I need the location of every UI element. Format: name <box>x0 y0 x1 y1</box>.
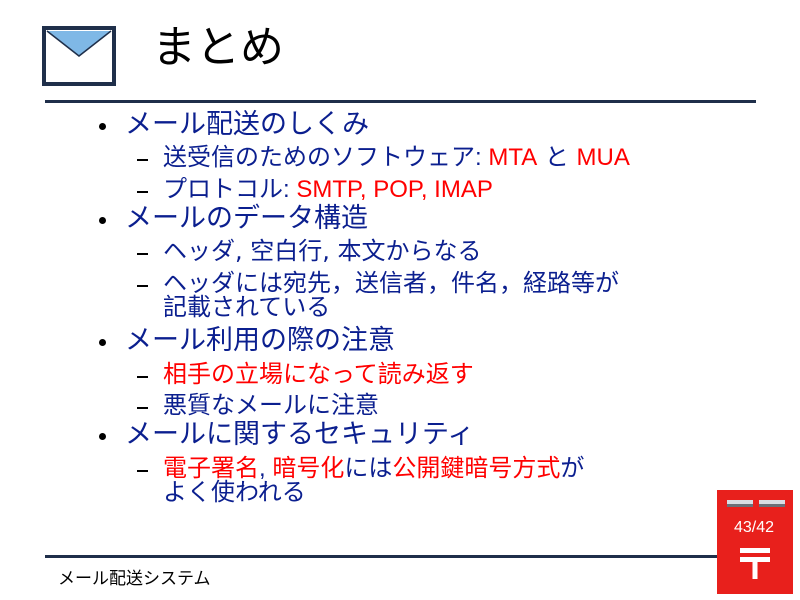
separator-text: : <box>475 144 489 171</box>
mailbox-slot <box>727 500 753 507</box>
footer-title: メール配送システム <box>58 569 211 589</box>
envelope-icon <box>42 26 116 86</box>
page-number: 43/42 <box>734 519 775 536</box>
bullet-item: メール利用の際の注意 <box>99 325 395 356</box>
highlight-text: MTA <box>488 144 538 171</box>
bullet-item: メールに関するセキュリティ <box>99 419 475 450</box>
separator-text: , <box>259 455 273 482</box>
highlight-text: SMTP, POP, IMAP <box>296 176 493 203</box>
bullet-item: メール配送のしくみ <box>99 109 370 140</box>
sub-bullet-continuation: 記載されている <box>163 294 330 320</box>
highlight-text: 公開鍵暗号方式 <box>392 454 561 482</box>
bullet-heading: メールに関するセキュリティ <box>125 419 475 450</box>
bullet-dot <box>99 217 106 224</box>
sub-bullet-text: プロトコル <box>163 175 283 203</box>
sub-bullet-item: 相手の立場になって読み返す <box>137 360 474 388</box>
separator-text: : <box>283 176 297 203</box>
sub-bullet-text: ヘッダには宛先，送信者，件名，経路等が <box>163 269 619 297</box>
bullet-item: メールのデータ構造 <box>99 203 368 234</box>
bullet-heading: メール配送のしくみ <box>125 109 370 140</box>
header-divider <box>45 100 756 103</box>
mailbox-slot <box>759 500 785 507</box>
sub-bullet-text: には <box>344 454 393 482</box>
sub-bullet-item: プロトコル: SMTP, POP, IMAP <box>137 175 493 203</box>
bullet-dot <box>99 433 106 440</box>
postal-mark-icon <box>740 548 770 579</box>
highlight-text: 電子署名 <box>163 454 259 482</box>
sub-bullet-item: ヘッダ, 空白行, 本文からなる <box>137 237 482 265</box>
sub-bullet-text: 悪質なメールに注意 <box>163 391 379 419</box>
bullet-dot <box>99 339 106 346</box>
sub-bullet-item: 送受信のためのソフトウェア: MTA と MUA <box>137 143 630 171</box>
dash-marker <box>137 191 148 193</box>
sub-bullet-text: 記載されている <box>163 293 331 321</box>
sub-bullet-text: と <box>537 143 577 171</box>
sub-bullet-item: 電子署名, 暗号化には公開鍵暗号方式が <box>137 454 585 482</box>
dash-marker <box>137 253 148 255</box>
dash-marker <box>137 470 148 472</box>
highlight-text: 相手の立場になって読み返す <box>163 360 474 388</box>
footer-divider <box>45 555 756 558</box>
dash-marker <box>137 285 148 287</box>
bullet-heading: メール利用の際の注意 <box>125 325 395 356</box>
sub-bullet-continuation: よく使われる <box>163 479 306 505</box>
sub-bullet-item: 悪質なメールに注意 <box>137 391 379 419</box>
sub-bullet-text: よく使われる <box>163 478 306 506</box>
sub-bullet-item: ヘッダには宛先，送信者，件名，経路等が <box>137 269 619 297</box>
dash-marker <box>137 159 148 161</box>
dash-marker <box>137 376 148 378</box>
dash-marker <box>137 407 148 409</box>
highlight-text: MUA <box>576 144 630 171</box>
sub-bullet-text: ヘッダ, 空白行, 本文からなる <box>163 237 482 265</box>
slide-title: まとめ <box>152 22 284 73</box>
sub-bullet-text: が <box>560 454 585 482</box>
bullet-dot <box>99 123 106 130</box>
sub-bullet-text: 送受信のためのソフトウェア <box>163 143 475 171</box>
highlight-text: 暗号化 <box>272 454 345 482</box>
bullet-heading: メールのデータ構造 <box>125 203 368 234</box>
